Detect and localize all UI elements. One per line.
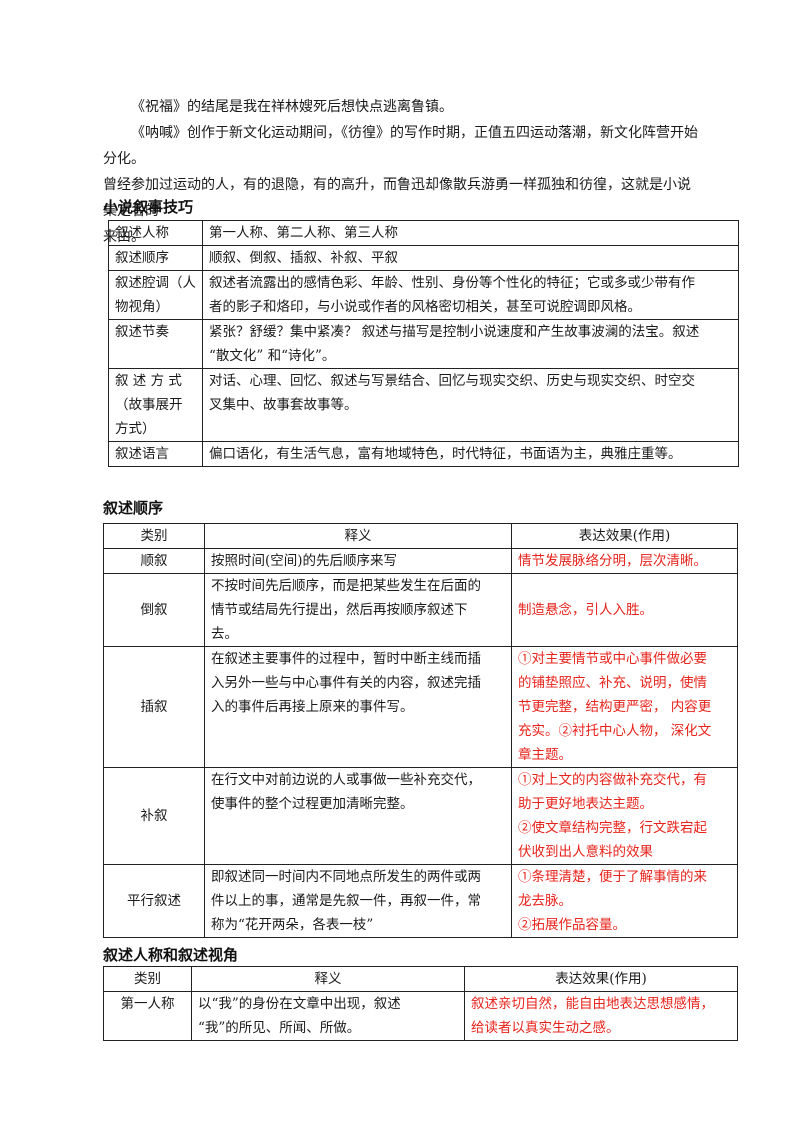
row-content: 第一人称、第二人称、第三人称 — [202, 220, 739, 246]
row-label: 叙述腔调（人物视角） — [108, 270, 203, 320]
definition-cell: 按照时间(空间)的先后顺序来写 — [204, 548, 512, 574]
table-row: 第一人称 以“我”的身份在文章中出现，叙述“我”的所见、所闻、所做。 叙述亲切自… — [103, 991, 738, 1041]
column-header: 表达效果(作用) — [511, 523, 738, 549]
section-title-narrative-techniques: 小说叙事技巧 — [103, 198, 194, 216]
effect-cell: 制造悬念，引人入胜。 — [511, 573, 738, 647]
narrative-order-table: 类别 释义 表达效果(作用) 顺叙 按照时间(空间)的先后顺序来写 情节发展脉络… — [103, 523, 738, 938]
row-content: 紧张？舒缓？集中紧凑？ 叙述与描写是控制小说速度和产生故事波澜的法宝。叙述“散文… — [202, 319, 739, 369]
row-label: 叙述顺序 — [108, 245, 203, 271]
table-header-row: 类别 释义 表达效果(作用) — [103, 523, 738, 549]
column-header: 释义 — [191, 966, 465, 992]
definition-cell: 不按时间先后顺序，而是把某些发生在后面的情节或结局先行提出，然后再按顺序叙述下去… — [204, 573, 512, 647]
definition-cell: 在叙述主要事件的过程中，暂时中断主线而插入另外一些与中心事件有关的内容，叙述完插… — [204, 646, 512, 768]
table-row: 平行叙述 即叙述同一时间内不同地点所发生的两件或两件以上的事，通常是先叙一件，再… — [103, 864, 738, 938]
effect-cell: 情节发展脉络分明，层次清晰。 — [511, 548, 738, 574]
effect-cell: ①对主要情节或中心事件做必要的铺垫照应、补充、说明，使情节更完整，结构更严密， … — [511, 646, 738, 768]
row-content: 叙述者流露出的感情色彩、年龄、性别、身份等个性化的特征；它或多或少带有作者的影子… — [202, 270, 739, 320]
type-cell: 平行叙述 — [103, 864, 205, 938]
row-label: 叙述节奏 — [108, 319, 203, 369]
table-row: 叙述人称 第一人称、第二人称、第三人称 — [108, 220, 739, 246]
narrative-techniques-table: 叙述人称 第一人称、第二人称、第三人称 叙述顺序 顺叙、倒叙、插叙、补叙、平叙 … — [108, 220, 739, 467]
row-content: 偏口语化，有生活气息，富有地域特色，时代特征，书面语为主，典雅庄重等。 — [202, 441, 739, 467]
section-title-narrative-order: 叙述顺序 — [103, 499, 164, 517]
row-content: 对话、心理、回忆、叙述与写景结合、回忆与现实交织、历史与现实交织、时空交叉集中、… — [202, 368, 739, 442]
table-row: 叙述语言 偏口语化，有生活气息，富有地域特色，时代特征，书面语为主，典雅庄重等。 — [108, 441, 739, 467]
table-row: 倒叙 不按时间先后顺序，而是把某些发生在后面的情节或结局先行提出，然后再按顺序叙… — [103, 573, 738, 647]
type-cell: 插叙 — [103, 646, 205, 768]
table-row: 顺叙 按照时间(空间)的先后顺序来写 情节发展脉络分明，层次清晰。 — [103, 548, 738, 574]
intro-line: 《呐喊》创作于新文化运动期间，《彷徨》的写作时期，正值五四运动落潮，新文化阵营开… — [103, 125, 698, 167]
section-title-narrative-person: 叙述人称和叙述视角 — [103, 946, 239, 964]
type-cell: 补叙 — [103, 767, 205, 865]
row-label: 叙 述 方 式（故事展开方式） — [108, 368, 203, 442]
type-cell: 第一人称 — [103, 991, 192, 1041]
table-row: 叙述腔调（人物视角） 叙述者流露出的感情色彩、年龄、性别、身份等个性化的特征；它… — [108, 270, 739, 320]
row-content: 顺叙、倒叙、插叙、补叙、平叙 — [202, 245, 739, 271]
row-label: 叙述语言 — [108, 441, 203, 467]
table-row: 补叙 在行文中对前边说的人或事做一些补充交代，使事件的整个过程更加清晰完整。 ①… — [103, 767, 738, 865]
table-row: 叙 述 方 式（故事展开方式） 对话、心理、回忆、叙述与写景结合、回忆与现实交织… — [108, 368, 739, 442]
intro-paragraph-1: 《祝福》的结尾是我在祥林嫂死后想快点逃离鲁镇。 — [131, 99, 453, 115]
column-header: 类别 — [103, 523, 205, 549]
definition-cell: 在行文中对前边说的人或事做一些补充交代，使事件的整个过程更加清晰完整。 — [204, 767, 512, 865]
column-header: 释义 — [204, 523, 512, 549]
intro-line: 曾经参加过运动的人，有的退隐，有的高升，而鲁迅却像散兵游勇一样孤独和彷徨，这就是… — [103, 177, 691, 219]
definition-cell: 即叙述同一时间内不同地点所发生的两件或两件以上的事，通常是先叙一件，再叙一件，常… — [204, 864, 512, 938]
column-header: 表达效果(作用) — [464, 966, 738, 992]
table-row: 叙述顺序 顺叙、倒叙、插叙、补叙、平叙 — [108, 245, 739, 271]
effect-cell: ①条理清楚，便于了解事情的来龙去脉。②拓展作品容量。 — [511, 864, 738, 938]
type-cell: 倒叙 — [103, 573, 205, 647]
type-cell: 顺叙 — [103, 548, 205, 574]
definition-cell: 以“我”的身份在文章中出现，叙述“我”的所见、所闻、所做。 — [191, 991, 465, 1041]
table-header-row: 类别 释义 表达效果(作用) — [103, 966, 738, 992]
effect-cell: ①对上文的内容做补充交代，有助于更好地表达主题。②使文章结构完整，行文跌宕起伏收… — [511, 767, 738, 865]
column-header: 类别 — [103, 966, 192, 992]
effect-cell: 叙述亲切自然，能自由地表达思想感情，给读者以真实生动之感。 — [464, 991, 738, 1041]
row-label: 叙述人称 — [108, 220, 203, 246]
narrative-person-table: 类别 释义 表达效果(作用) 第一人称 以“我”的身份在文章中出现，叙述“我”的… — [103, 966, 738, 1041]
intro-paragraph-2: 《呐喊》创作于新文化运动期间，《彷徨》的写作时期，正值五四运动落潮，新文化阵营开… — [103, 120, 703, 250]
table-row: 插叙 在叙述主要事件的过程中，暂时中断主线而插入另外一些与中心事件有关的内容，叙… — [103, 646, 738, 768]
table-row: 叙述节奏 紧张？舒缓？集中紧凑？ 叙述与描写是控制小说速度和产生故事波澜的法宝。… — [108, 319, 739, 369]
